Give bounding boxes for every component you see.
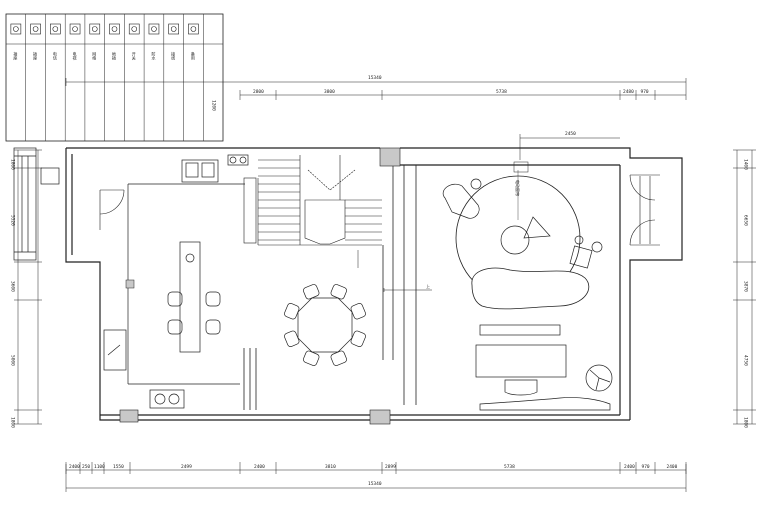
armchair <box>442 178 482 219</box>
bottom-segment-dimension: 1550 <box>113 464 124 470</box>
coffee-table <box>500 216 551 255</box>
dining-chair <box>284 303 300 320</box>
legend-label: 开关 <box>132 52 137 61</box>
right-side-dimension: 3870 <box>743 281 749 292</box>
bottom-segment-dimension: 970 <box>642 464 650 470</box>
top-segment-dimension: 970 <box>641 89 649 95</box>
up-arrow-label: 上 <box>426 283 430 289</box>
legend-label: 接线 <box>171 51 176 60</box>
bottom-segment-dimension: 250 <box>82 464 90 470</box>
structural-column-bottom-left <box>119 409 139 423</box>
bottom-segment-dimension: 2499 <box>181 464 192 470</box>
structural-column-bottom <box>369 409 391 425</box>
legend-label: 插座 <box>33 51 38 61</box>
top-segment-dimension: 3800 <box>324 89 335 95</box>
side-chair <box>569 235 603 269</box>
telephone-socket-icon <box>50 23 61 35</box>
kitchen-stools <box>167 291 221 335</box>
right-side-dimension: 1400 <box>743 159 749 170</box>
dining-chair <box>350 303 366 320</box>
legend-note: 1200 <box>211 100 217 111</box>
legend-label: 插座 <box>13 51 18 61</box>
side-dimension-lines <box>17 150 753 424</box>
top-segment-dimension: 2480 <box>623 89 634 95</box>
left-side-dimension: 1800 <box>10 417 16 428</box>
right-side-dimension: 6650 <box>743 215 749 226</box>
legend-label: 备用 <box>191 51 196 61</box>
spare-icon <box>188 23 199 35</box>
dining-chair <box>350 330 366 347</box>
dining-chair <box>330 284 347 300</box>
sofa-dimension <box>513 134 620 173</box>
legend-label: 电视 <box>73 51 78 61</box>
exterior-walls <box>65 147 683 421</box>
bottom-segment-dimension: 2400 <box>667 464 678 470</box>
bottom-segment-dimension: 2400 <box>69 464 80 470</box>
dining-chair <box>284 330 300 347</box>
kitchen-column <box>125 279 135 289</box>
top-segment-dimension: 2800 <box>253 89 264 95</box>
up-arrow-marker <box>383 288 432 292</box>
left-balcony <box>13 147 60 261</box>
kitchen <box>128 154 249 353</box>
sofa-dimension-label: 2450 <box>565 131 576 137</box>
waterproof-socket-icon <box>148 23 160 35</box>
top-segment-dimension: 5738 <box>496 89 507 95</box>
bottom-segment-dimension: 1100 <box>94 464 105 470</box>
legend-label: 防水 <box>151 51 156 60</box>
bottom-segment-dimension: 3810 <box>325 464 336 470</box>
legend-label: 电话 <box>53 51 58 61</box>
bottom-segment-dimension: 2400 <box>254 464 265 470</box>
bottom-dimension-lines <box>65 464 687 492</box>
tv-console <box>475 324 611 411</box>
legend-label: 地插 <box>112 51 117 61</box>
curtain-label: 电动窗帘 <box>515 180 521 196</box>
dining-chair <box>303 284 320 300</box>
legend-table: 插座 插座 电话 电视 网络 地插 开关 防水 接线 备用 1200 <box>5 13 224 142</box>
bottom-segment-dimension: 2400 <box>624 464 635 470</box>
left-side-dimension: 1860 <box>10 159 16 170</box>
left-side-dimension: 3600 <box>10 281 16 292</box>
dining-chair <box>330 350 347 366</box>
sofa <box>471 267 590 310</box>
left-side-dimension: 5000 <box>10 355 16 366</box>
ceiling-fan <box>585 364 613 392</box>
floor-socket-icon <box>109 23 120 35</box>
dining-set <box>284 284 366 366</box>
right-side-dimension: 4750 <box>743 355 749 366</box>
entry-door <box>99 189 125 230</box>
stove-unit <box>149 389 185 409</box>
bottom-segment-dimension: 5738 <box>504 464 515 470</box>
sink-unit <box>103 329 127 371</box>
switch-icon <box>128 23 140 35</box>
curtain-label-group: 电动窗帘 <box>515 170 521 220</box>
network-socket-icon <box>89 23 101 35</box>
structural-column-top <box>379 147 401 167</box>
junction-box-icon <box>168 23 179 35</box>
staircase <box>243 155 382 246</box>
bottom-total-dimension: 15340 <box>368 481 382 487</box>
top-dimension-lines <box>65 78 687 100</box>
tv-socket-icon <box>69 23 81 35</box>
double-socket-icon <box>10 23 22 35</box>
legend-label: 网络 <box>92 52 97 61</box>
socket-icon <box>30 23 41 35</box>
top-total-dimension: 15340 <box>368 75 382 81</box>
right-balcony-door <box>629 174 660 246</box>
bottom-segment-dimension: 2899 <box>385 464 396 470</box>
right-side-dimension: 1800 <box>743 417 749 428</box>
interior-partitions <box>243 165 417 410</box>
left-side-dimension: 5520 <box>10 215 16 226</box>
dining-chair <box>303 350 320 366</box>
